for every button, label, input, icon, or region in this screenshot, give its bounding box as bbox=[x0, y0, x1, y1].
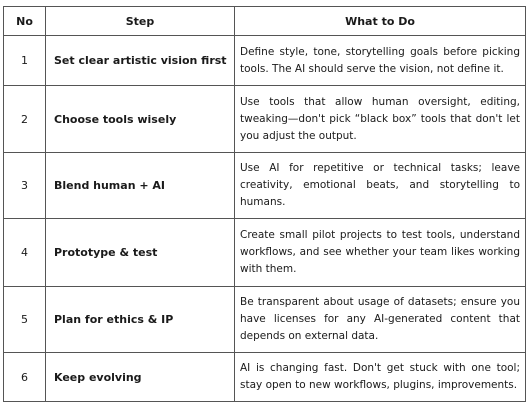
header-no: No bbox=[3, 6, 46, 36]
table-row: 4 Prototype & test Create small pilot pr… bbox=[3, 218, 526, 287]
header-what: What to Do bbox=[234, 6, 526, 36]
row-what-to-do: Create small pilot projects to test tool… bbox=[234, 218, 526, 287]
table-header: No Step What to Do bbox=[3, 6, 526, 36]
row-step: Plan for ethics & IP bbox=[45, 286, 235, 353]
row-what-to-do: Use AI for repetitive or technical tasks… bbox=[234, 152, 526, 219]
row-number: 3 bbox=[3, 152, 46, 219]
row-step: Prototype & test bbox=[45, 218, 235, 287]
table-body: 1 Set clear artistic vision first Define… bbox=[3, 35, 526, 402]
table-row: 1 Set clear artistic vision first Define… bbox=[3, 35, 526, 86]
row-number: 1 bbox=[3, 35, 46, 86]
row-number: 6 bbox=[3, 352, 46, 402]
table-row: 5 Plan for ethics & IP Be transparent ab… bbox=[3, 286, 526, 353]
table-row: 6 Keep evolving AI is changing fast. Don… bbox=[3, 352, 526, 402]
row-number: 4 bbox=[3, 218, 46, 287]
row-what-to-do: Be transparent about usage of datasets; … bbox=[234, 286, 526, 353]
row-what-to-do: Define style, tone, storytelling goals b… bbox=[234, 35, 526, 86]
row-step: Set clear artistic vision first bbox=[45, 35, 235, 86]
steps-table: No Step What to Do 1 Set clear artistic … bbox=[3, 6, 526, 402]
row-number: 2 bbox=[3, 85, 46, 153]
table-row: 3 Blend human + AI Use AI for repetitive… bbox=[3, 152, 526, 219]
row-step: Blend human + AI bbox=[45, 152, 235, 219]
row-what-to-do: AI is changing fast. Don't get stuck wit… bbox=[234, 352, 526, 402]
row-number: 5 bbox=[3, 286, 46, 353]
row-step: Choose tools wisely bbox=[45, 85, 235, 153]
row-what-to-do: Use tools that allow human oversight, ed… bbox=[234, 85, 526, 153]
header-step: Step bbox=[45, 6, 235, 36]
table-row: 2 Choose tools wisely Use tools that all… bbox=[3, 85, 526, 153]
header-row: No Step What to Do bbox=[3, 6, 526, 36]
row-step: Keep evolving bbox=[45, 352, 235, 402]
